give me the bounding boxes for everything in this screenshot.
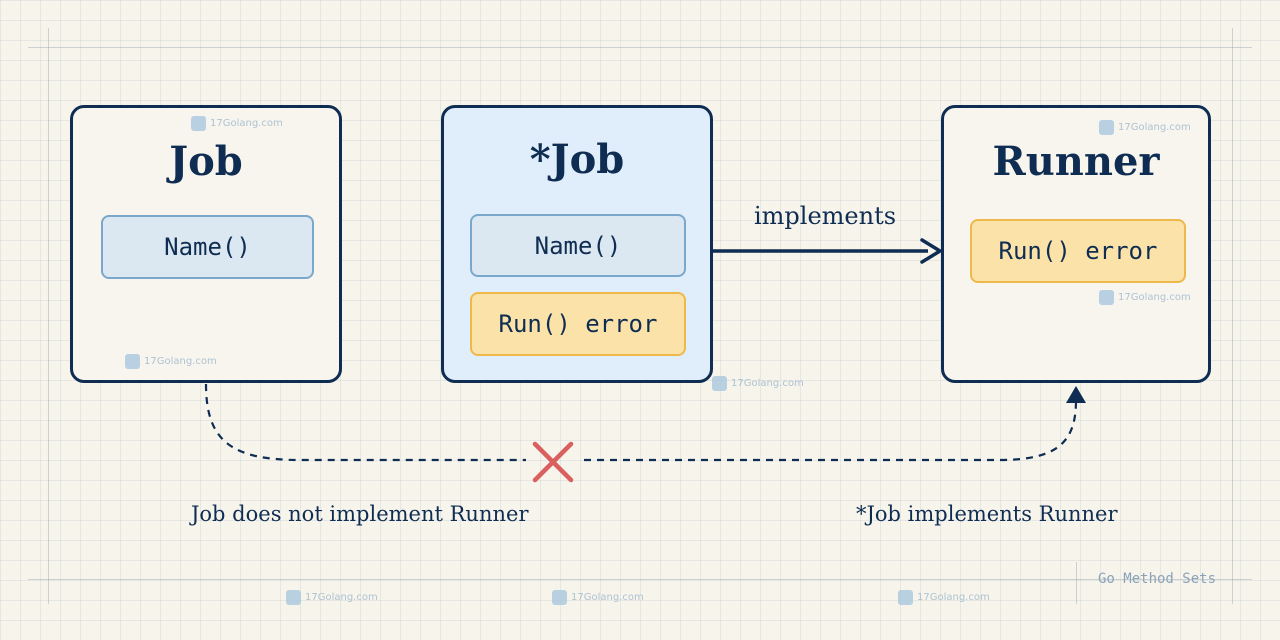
watermark-logo-icon bbox=[898, 590, 913, 605]
watermark: 17Golang.com bbox=[898, 590, 990, 605]
implements-arrowhead bbox=[920, 238, 942, 264]
runner-run-method: Run() error bbox=[970, 219, 1186, 283]
frame-line-bottom bbox=[28, 579, 1252, 580]
implements-label: implements bbox=[754, 202, 897, 230]
watermark: 17Golang.com bbox=[191, 116, 283, 131]
job-pointer-box: *Job Name() Run() error bbox=[441, 105, 713, 383]
footer-divider bbox=[1076, 562, 1077, 604]
watermark-logo-icon bbox=[286, 590, 301, 605]
job-pointer-ok-label: *Job implements Runner bbox=[856, 502, 1118, 526]
job-fail-label: Job does not implement Runner bbox=[191, 502, 529, 526]
job-ptr-dashed-path bbox=[584, 399, 1078, 462]
runner-title: Runner bbox=[992, 138, 1160, 185]
frame-line-right bbox=[1232, 28, 1233, 604]
watermark: 17Golang.com bbox=[125, 354, 217, 369]
watermark-logo-icon bbox=[1099, 120, 1114, 135]
job-pointer-run-method: Run() error bbox=[470, 292, 686, 356]
job-fail-dashed-path bbox=[204, 383, 526, 462]
watermark-logo-icon bbox=[191, 116, 206, 131]
job-pointer-title: *Job bbox=[529, 136, 625, 183]
watermark-logo-icon bbox=[712, 376, 727, 391]
frame-line-top bbox=[28, 47, 1252, 48]
job-pointer-name-method: Name() bbox=[470, 214, 686, 277]
job-name-method: Name() bbox=[101, 215, 314, 279]
footer-tag: Go Method Sets bbox=[1098, 571, 1217, 587]
watermark: 17Golang.com bbox=[552, 590, 644, 605]
watermark-logo-icon bbox=[552, 590, 567, 605]
watermark-logo-icon bbox=[125, 354, 140, 369]
cross-icon bbox=[532, 441, 574, 483]
job-title: Job bbox=[169, 138, 243, 185]
watermark: 17Golang.com bbox=[1099, 290, 1191, 305]
frame-line-left bbox=[48, 28, 49, 604]
watermark: 17Golang.com bbox=[712, 376, 804, 391]
watermark: 17Golang.com bbox=[286, 590, 378, 605]
watermark: 17Golang.com bbox=[1099, 120, 1191, 135]
runner-box: Runner Run() error bbox=[941, 105, 1211, 383]
watermark-logo-icon bbox=[1099, 290, 1114, 305]
job-box: Job Name() bbox=[70, 105, 342, 383]
runner-up-arrowhead bbox=[1066, 386, 1086, 403]
